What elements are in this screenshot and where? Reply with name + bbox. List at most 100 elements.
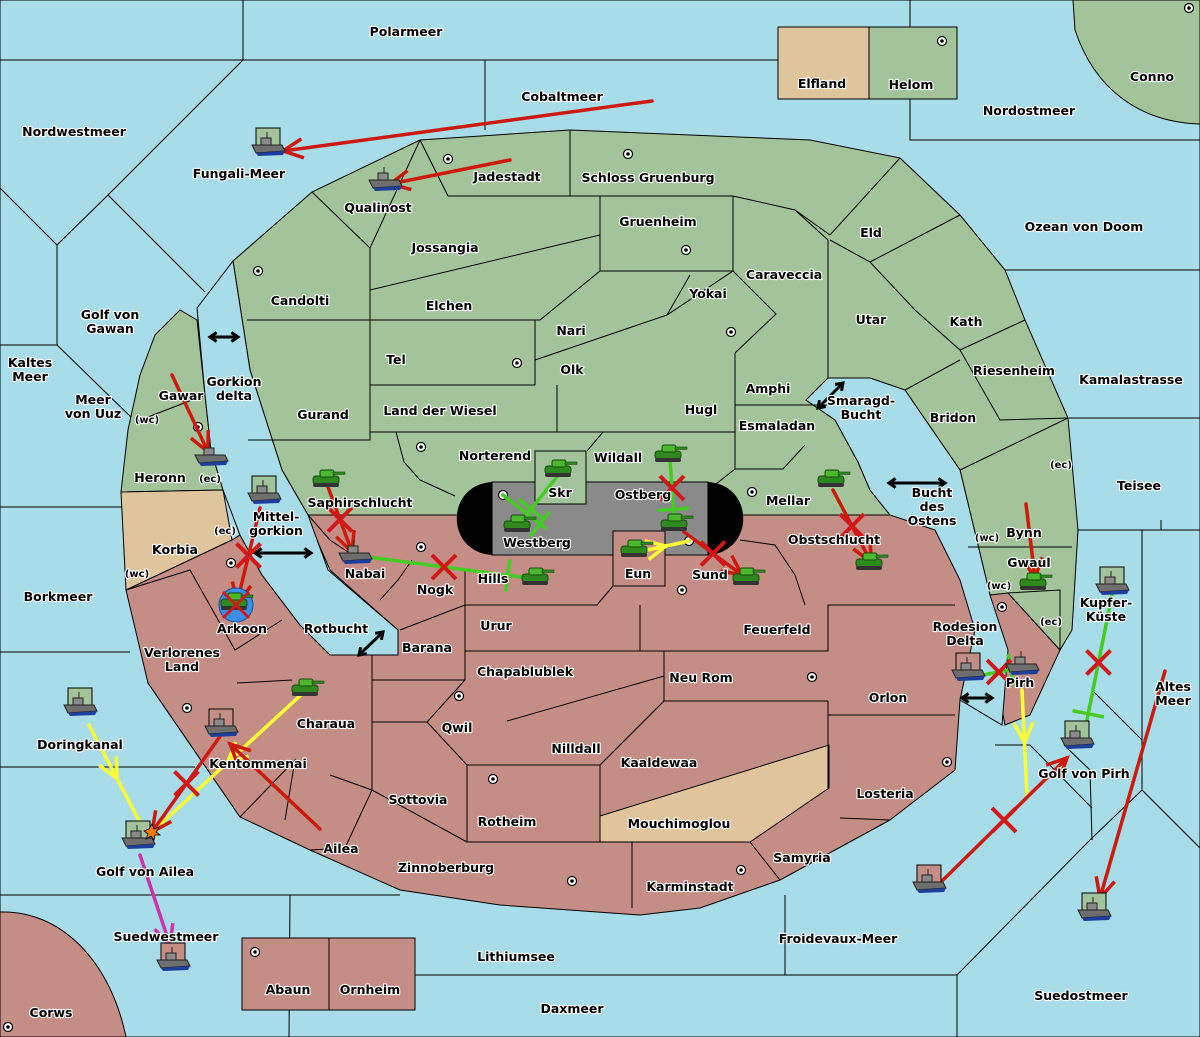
label-amphi: Amphi bbox=[746, 381, 791, 396]
label-gawar: Gawar bbox=[159, 388, 205, 403]
label-esmaladan: Esmaladan bbox=[739, 418, 815, 433]
supply-center-icon bbox=[680, 244, 692, 256]
order-support bbox=[517, 471, 562, 521]
double-arrow-icon bbox=[207, 331, 241, 343]
label-nilldall: Nilldall bbox=[551, 741, 600, 756]
label-skr: Skr bbox=[548, 485, 572, 500]
label-candolti: Candolti bbox=[271, 293, 330, 308]
label-kaaldewaa: Kaaldewaa bbox=[621, 755, 698, 770]
failed-order-x-icon bbox=[326, 506, 354, 533]
label-froidevaux-meer: Froidevaux-Meer bbox=[779, 931, 898, 946]
label-rotbucht: Rotbucht bbox=[304, 621, 368, 636]
impassable-west-cap bbox=[456, 482, 492, 555]
army-unit[interactable] bbox=[218, 587, 254, 623]
label-teisee: Teisee bbox=[1117, 478, 1161, 493]
label-doringkanal: Doringkanal bbox=[37, 737, 123, 752]
label-chapablublek: Chapablublek bbox=[477, 664, 574, 679]
fleet-unit[interactable] bbox=[251, 127, 286, 157]
fleet-unit[interactable] bbox=[912, 864, 947, 894]
fleet-unit[interactable] bbox=[63, 687, 98, 717]
fleet-unit[interactable] bbox=[156, 942, 191, 972]
label-kentommenai: Kentommenai bbox=[209, 756, 307, 771]
order-support bbox=[657, 458, 690, 518]
supply-center-icon bbox=[181, 702, 193, 714]
label-kupfer-kueste: Kupfer-Küste bbox=[1080, 595, 1133, 624]
supply-center-icon bbox=[806, 671, 818, 683]
double-arrow-icon bbox=[816, 381, 845, 410]
supply-center-icon bbox=[249, 946, 261, 958]
fleet-unit[interactable] bbox=[1077, 892, 1112, 922]
impassable-east-cap bbox=[708, 482, 744, 555]
label-obstschlucht: Obstschlucht bbox=[788, 532, 880, 547]
label-helom: Helom bbox=[889, 77, 934, 92]
supply-center-icon bbox=[487, 773, 499, 785]
fleet-unit[interactable] bbox=[247, 475, 282, 505]
label-losteria: Losteria bbox=[856, 786, 913, 801]
label-kath: Kath bbox=[950, 314, 983, 329]
label-utar: Utar bbox=[856, 312, 888, 327]
label-orlon: Orlon bbox=[869, 690, 908, 705]
label-polarmeer: Polarmeer bbox=[370, 24, 444, 39]
order-support bbox=[1072, 593, 1114, 732]
territory-gwaul-ec[interactable] bbox=[1006, 589, 1061, 652]
label-olk: Olk bbox=[560, 362, 584, 377]
supply-center-icon bbox=[725, 326, 737, 338]
territory-conno[interactable] bbox=[1072, 0, 1200, 125]
territory-labels: PolarmeerCobaltmeerNordwestmeerFungali-M… bbox=[7, 23, 1193, 1021]
order-support bbox=[501, 493, 552, 538]
order-convoy bbox=[87, 723, 147, 834]
label-nordostmeer: Nordostmeer bbox=[983, 103, 1076, 118]
label-kamalastrasse: Kamalastrasse bbox=[1079, 372, 1183, 387]
label-wildall: Wildall bbox=[594, 450, 642, 465]
coast-label: (ec) bbox=[1040, 617, 1062, 628]
label-gurand: Gurand bbox=[297, 407, 349, 422]
label-urur: Urur bbox=[480, 618, 512, 633]
label-ornheim: Ornheim bbox=[340, 982, 400, 997]
supply-center-icon bbox=[442, 153, 454, 165]
coast-label: (ec) bbox=[214, 526, 236, 537]
supply-center-icon bbox=[936, 35, 948, 47]
supply-center-icon bbox=[252, 265, 264, 277]
combat-burst-icon bbox=[143, 823, 162, 841]
fleet-unit[interactable] bbox=[1095, 566, 1130, 596]
fleet-unit[interactable] bbox=[951, 652, 986, 682]
label-rotheim: Rotheim bbox=[478, 814, 537, 829]
failed-order-x-icon bbox=[699, 540, 727, 567]
supply-center-icon bbox=[415, 441, 427, 453]
territory-corws[interactable] bbox=[0, 911, 127, 1037]
fleet-unit[interactable] bbox=[204, 708, 239, 738]
coast-label: (wc) bbox=[125, 569, 149, 580]
double-arrow-icon bbox=[252, 547, 314, 559]
fleet-unit[interactable] bbox=[1060, 720, 1095, 750]
territory-boundaries bbox=[125, 130, 1072, 908]
label-westberg: Westberg bbox=[503, 535, 571, 550]
territory-ornheim[interactable] bbox=[328, 937, 416, 1011]
supply-center-icon bbox=[415, 541, 427, 553]
units[interactable] bbox=[63, 127, 1130, 972]
label-elchen: Elchen bbox=[426, 298, 473, 313]
label-yokai: Yokai bbox=[688, 286, 727, 301]
supply-center-icon bbox=[941, 756, 953, 768]
label-mouchimoglou: Mouchimoglou bbox=[628, 816, 731, 831]
label-sottovia: Sottovia bbox=[389, 792, 448, 807]
failed-order-x-icon bbox=[838, 512, 866, 540]
coast-connections bbox=[207, 331, 995, 704]
strait-bucht-des-ostens[interactable] bbox=[805, 377, 1009, 726]
supply-center-icon bbox=[735, 864, 747, 876]
label-tel: Tel bbox=[386, 352, 406, 367]
order-support bbox=[358, 553, 530, 592]
label-hugl: Hugl bbox=[685, 402, 718, 417]
coast-label: (wc) bbox=[135, 415, 159, 426]
label-sund: Sund bbox=[692, 567, 728, 582]
territory-mouchimoglou[interactable] bbox=[599, 744, 830, 843]
label-suedwestmeer: Suedwestmeer bbox=[114, 929, 220, 944]
label-daxmeer: Daxmeer bbox=[540, 1001, 604, 1016]
label-golf-von-pirh: Golf von Pirh bbox=[1038, 766, 1129, 781]
label-zinnoberburg: Zinnoberburg bbox=[398, 860, 494, 875]
label-barana: Barana bbox=[402, 640, 452, 655]
label-caraveccia: Caraveccia bbox=[746, 267, 822, 282]
label-elfland: Elfland bbox=[798, 76, 846, 91]
